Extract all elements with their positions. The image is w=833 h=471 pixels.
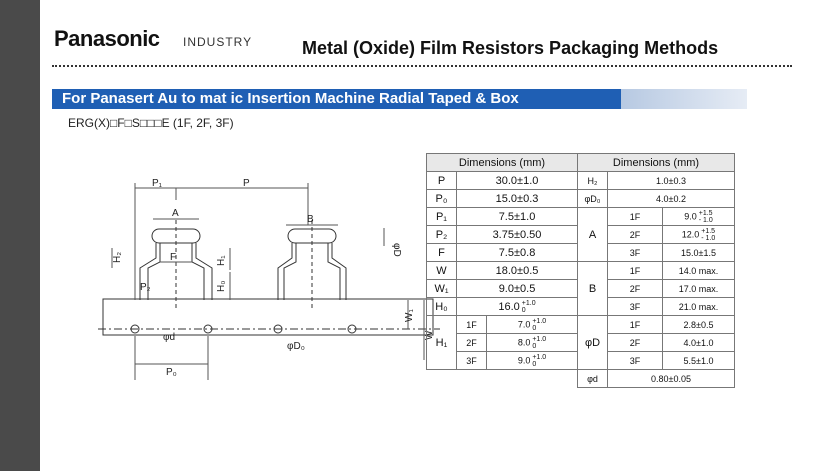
table-row: P 30.0±1.0 H₂ 1.0±0.3 <box>426 171 735 190</box>
sym-h2: H₂ <box>577 171 608 190</box>
b-size-1f: 1F <box>607 261 663 280</box>
table-header-left: Dimensions (mm) <box>426 153 578 172</box>
table-row: P₁ 7.5±1.0 A 1F 9.0+1.5- 1.0 <box>426 207 735 262</box>
val-d0: 4.0±0.2 <box>607 189 735 208</box>
sym-d: φd <box>577 369 608 388</box>
label-h2: H₂ <box>112 252 123 263</box>
sym-f: F <box>426 243 457 262</box>
sym-h0: H₀ <box>426 297 457 316</box>
a-size-2f: 2F <box>607 225 663 244</box>
sym-d0: φD₀ <box>577 189 608 208</box>
sym-a: A <box>577 207 608 262</box>
b-val-2f: 17.0 max. <box>662 279 735 298</box>
sym-p: P <box>426 171 457 190</box>
dd-size-3f: 3F <box>607 351 663 370</box>
a-val-1f: 9.0+1.5- 1.0 <box>662 207 735 226</box>
brand-division: INDUSTRY <box>183 35 253 49</box>
section-heading: For Panasert Au to mat ic Insertion Mach… <box>52 89 621 109</box>
label-dd: φD <box>391 243 402 257</box>
b-val-3f: 21.0 max. <box>662 297 735 316</box>
label-h1: H₁ <box>216 255 227 266</box>
dd-val-3f: 5.5±1.0 <box>662 351 735 370</box>
a-val-2f: 12.0+1.5- 1.0 <box>662 225 735 244</box>
table-row: P₂ 3.75±0.50 2F 12.0+1.5- 1.0 <box>426 225 735 244</box>
section-heading-fade <box>621 89 747 109</box>
dd-size-1f: 1F <box>607 315 663 334</box>
h1-size-3f: 3F <box>456 351 487 370</box>
val-h2: 1.0±0.3 <box>607 171 735 190</box>
dimension-lines <box>111 183 425 380</box>
sprocket-holes <box>130 324 357 334</box>
sym-dd: φD <box>577 315 608 370</box>
table-header-right: Dimensions (mm) <box>577 153 735 172</box>
sym-p0: P₀ <box>426 189 457 208</box>
label-p1: P₁ <box>152 178 163 189</box>
empty-cell <box>426 369 578 388</box>
component-left <box>139 220 213 310</box>
b-val-1f: 14.0 max. <box>662 261 735 280</box>
carrier-tape <box>102 298 434 336</box>
h1-size-1f: 1F <box>456 315 487 334</box>
val-w: 18.0±0.5 <box>456 261 578 280</box>
dd-val-1f: 2.8±0.5 <box>662 315 735 334</box>
dd-val-2f: 4.0±1.0 <box>662 333 735 352</box>
h1-size-2f: 2F <box>456 333 487 352</box>
label-p2: P₂ <box>140 282 151 293</box>
title-divider <box>52 65 792 67</box>
val-d: 0.80±0.05 <box>607 369 735 388</box>
table-row: F 7.5±0.8 3F 15.0±1.5 <box>426 243 735 262</box>
part-code: ERG(X)□F□S□□□E (1F, 2F, 3F) <box>68 116 234 130</box>
brand-logo: Panasonic <box>54 26 160 51</box>
label-f: F <box>170 252 176 263</box>
val-f: 7.5±0.8 <box>456 243 578 262</box>
label-b: B <box>307 214 314 225</box>
page-title: Metal (Oxide) Film Resistors Packaging M… <box>302 38 719 58</box>
sym-p2: P₂ <box>426 225 457 244</box>
b-size-3f: 3F <box>607 297 663 316</box>
label-p0: P₀ <box>166 367 177 378</box>
label-d: φd <box>163 332 175 343</box>
label-h0: H₀ <box>216 281 227 292</box>
val-p1: 7.5±1.0 <box>456 207 578 226</box>
label-p: P <box>243 178 250 189</box>
table-row: W 18.0±0.5 B 1F 14.0 max. <box>426 261 735 316</box>
sym-w1: W₁ <box>426 279 457 298</box>
a-size-3f: 3F <box>607 243 663 262</box>
dimensions-table: Dimensions (mm) Dimensions (mm) P 30.0±1… <box>426 153 735 388</box>
sym-b: B <box>577 261 608 316</box>
sym-p1: P₁ <box>426 207 457 226</box>
table-row: P₀ 15.0±0.3 φD₀ 4.0±0.2 <box>426 189 735 208</box>
label-d0: φD₀ <box>287 341 305 352</box>
b-size-2f: 2F <box>607 279 663 298</box>
val-w1: 9.0±0.5 <box>456 279 578 298</box>
a-val-3f: 15.0±1.5 <box>662 243 735 262</box>
a-size-1f: 1F <box>607 207 663 226</box>
val-p2: 3.75±0.50 <box>456 225 578 244</box>
sym-h1: H₁ <box>426 315 457 370</box>
val-p: 30.0±1.0 <box>456 171 578 190</box>
label-w1: W₁ <box>404 309 415 322</box>
label-a: A <box>172 208 179 219</box>
dd-size-2f: 2F <box>607 333 663 352</box>
sym-w: W <box>426 261 457 280</box>
table-row: φd 0.80±0.05 <box>426 369 735 388</box>
val-p0: 15.0±0.3 <box>456 189 578 208</box>
component-right <box>277 220 347 310</box>
